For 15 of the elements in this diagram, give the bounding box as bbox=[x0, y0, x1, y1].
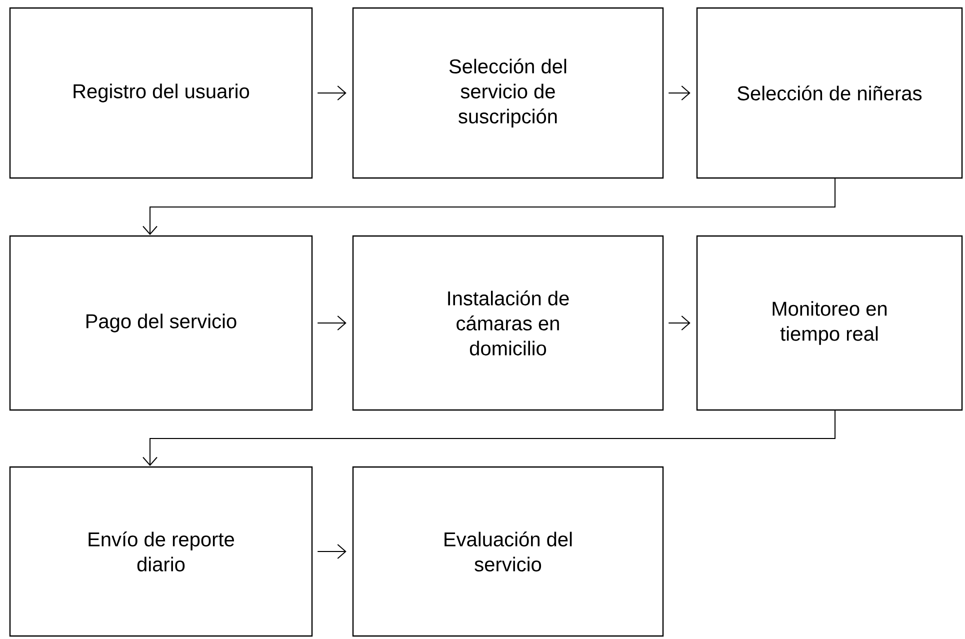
process-box: Selección de niñeras bbox=[696, 7, 963, 179]
process-box: Pago del servicio bbox=[9, 235, 313, 411]
arrow bbox=[668, 86, 690, 100]
process-box: Envío de reporte diario bbox=[9, 466, 313, 637]
arrow bbox=[142, 410, 836, 466]
arrow bbox=[142, 178, 836, 235]
process-box: Selección del servicio de suscripción bbox=[352, 7, 664, 179]
process-box: Instalación de cámaras en domicilio bbox=[352, 235, 664, 411]
process-box: Registro del usuario bbox=[9, 7, 313, 179]
process-box: Evaluación del servicio bbox=[352, 466, 664, 637]
arrow bbox=[668, 316, 690, 330]
process-box: Monitoreo en tiempo real bbox=[696, 235, 963, 411]
arrow bbox=[317, 86, 346, 100]
arrow bbox=[317, 316, 346, 330]
arrow bbox=[317, 544, 346, 559]
